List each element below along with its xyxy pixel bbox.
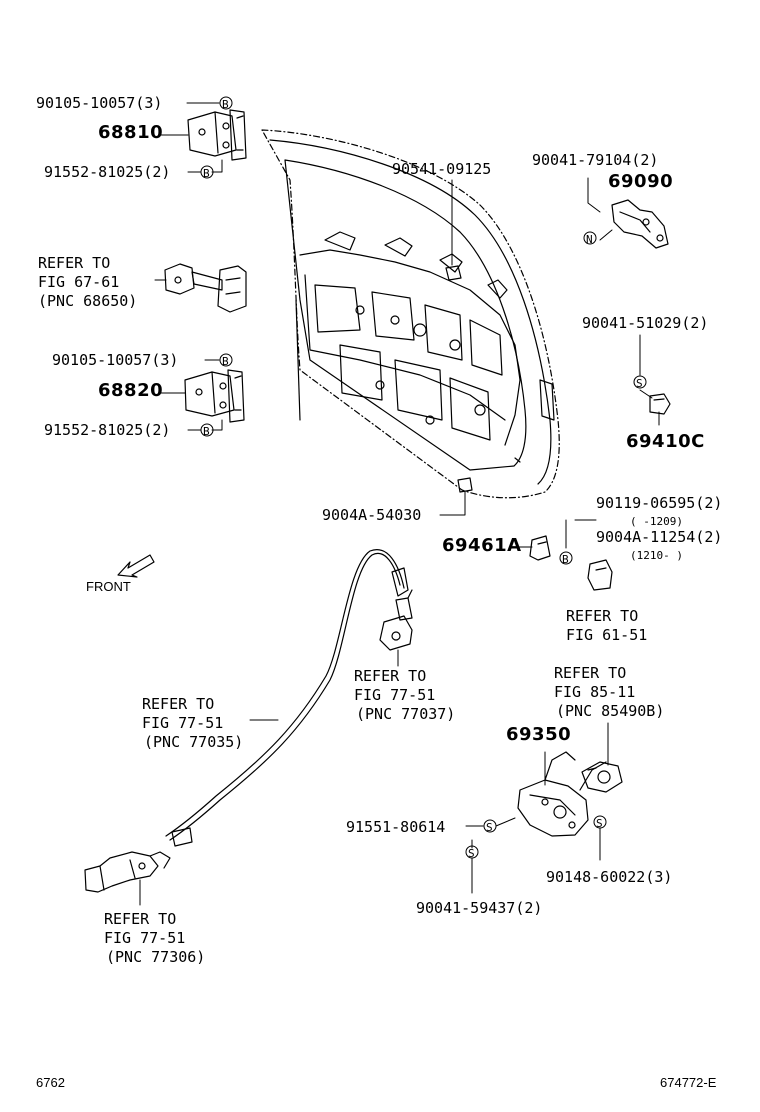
refer-77035-line1: REFER TO <box>142 695 215 713</box>
leader-lines <box>139 102 660 906</box>
cushion-90541 <box>445 265 462 281</box>
refer-68650-line3: (PNC 68650) <box>38 292 138 310</box>
refer-68650-line1: REFER TO <box>38 254 111 272</box>
hinge-68810-drawing <box>187 109 247 161</box>
part-label-90041-79104: 90041-79104(2) <box>532 151 659 169</box>
part-label-91552-81025-upper: 91552-81025(2) <box>44 163 171 181</box>
hinge-68820-drawing <box>184 369 245 423</box>
part-label-69410c: 69410C <box>626 431 705 452</box>
part-label-68820: 68820 <box>98 380 164 401</box>
part-label-9004a-11254: 9004A-11254(2) <box>596 528 723 546</box>
refer-77306-line3: (PNC 77306) <box>106 948 206 966</box>
refer-77037-line3: (PNC 77037) <box>356 705 456 723</box>
figure-number: 6762 <box>36 1075 65 1090</box>
back-door-panel <box>261 129 560 499</box>
part-label-91551-80614: 91551-80614 <box>346 818 446 836</box>
refer-77035-line2: FIG 77-51 <box>142 714 224 732</box>
part-range-90119-06595: ( -1209) <box>630 515 683 528</box>
refer-85490b-line3: (PNC 85490B) <box>556 702 665 720</box>
front-direction-label: FRONT <box>86 579 131 594</box>
refer-77037-line2: FIG 77-51 <box>354 686 436 704</box>
refer-68650-line2: FIG 67-61 <box>38 273 120 291</box>
door-check-drawing <box>164 263 247 313</box>
screw-symbol-4: S <box>596 817 603 830</box>
refer-77306-line2: FIG 77-51 <box>104 929 186 947</box>
bolt-symbol-2: B <box>203 167 210 180</box>
bolt-symbol-5: B <box>562 553 569 566</box>
striker-cover-drawing <box>587 559 613 591</box>
part-label-90041-51029: 90041-51029(2) <box>582 314 709 332</box>
part-label-90105-10057-upper: 90105-10057(3) <box>36 94 163 112</box>
cushion-9004a-54030 <box>457 477 473 493</box>
actuator-77037-drawing <box>379 589 413 651</box>
part-range-9004a-11254: (1210- ) <box>630 549 683 562</box>
bumper-69410c-drawing <box>649 393 671 415</box>
part-label-91552-81025-lower: 91552-81025(2) <box>44 421 171 439</box>
drawing-id: 674772-E <box>660 1075 717 1090</box>
part-label-90041-59437: 90041-59437(2) <box>416 899 543 917</box>
refer-fig-61-51-line1: REFER TO <box>566 607 639 625</box>
part-label-90541-09125: 90541-09125 <box>392 160 492 178</box>
part-label-69350: 69350 <box>506 724 572 745</box>
part-label-90148-60022: 90148-60022(3) <box>546 868 673 886</box>
screw-symbol-1: S <box>636 377 643 390</box>
refer-77037-line1: REFER TO <box>354 667 427 685</box>
bolt-symbol-1: B <box>222 98 229 111</box>
refer-85490b-line1: REFER TO <box>554 664 627 682</box>
fastener-symbols <box>200 96 647 859</box>
front-arrow-icon <box>117 554 155 578</box>
refer-85490b-line2: FIG 85-11 <box>554 683 636 701</box>
striker-69461a-drawing <box>529 535 551 561</box>
bracket-69090-drawing <box>611 199 669 249</box>
handle-77306-drawing <box>84 851 171 893</box>
bolt-symbol-3: B <box>222 355 229 368</box>
part-label-69090: 69090 <box>608 171 674 192</box>
release-cable-drawing <box>165 549 409 847</box>
key-cylinder-drawing <box>581 761 623 793</box>
lock-assembly-69350-drawing <box>517 751 607 837</box>
screw-symbol-3: S <box>468 847 475 860</box>
screw-symbol-2: S <box>486 821 493 834</box>
part-label-68810: 68810 <box>98 122 164 143</box>
bolt-symbol-4: B <box>203 425 210 438</box>
nut-symbol: N <box>586 233 593 246</box>
part-label-69461a: 69461A <box>442 535 522 556</box>
refer-77306-line1: REFER TO <box>104 910 177 928</box>
part-label-90105-10057-lower: 90105-10057(3) <box>52 351 179 369</box>
refer-fig-61-51-line2: FIG 61-51 <box>566 626 648 644</box>
part-label-9004a-54030: 9004A-54030 <box>322 506 422 524</box>
refer-77035-line3: (PNC 77035) <box>144 733 244 751</box>
part-label-90119-06595: 90119-06595(2) <box>596 494 723 512</box>
